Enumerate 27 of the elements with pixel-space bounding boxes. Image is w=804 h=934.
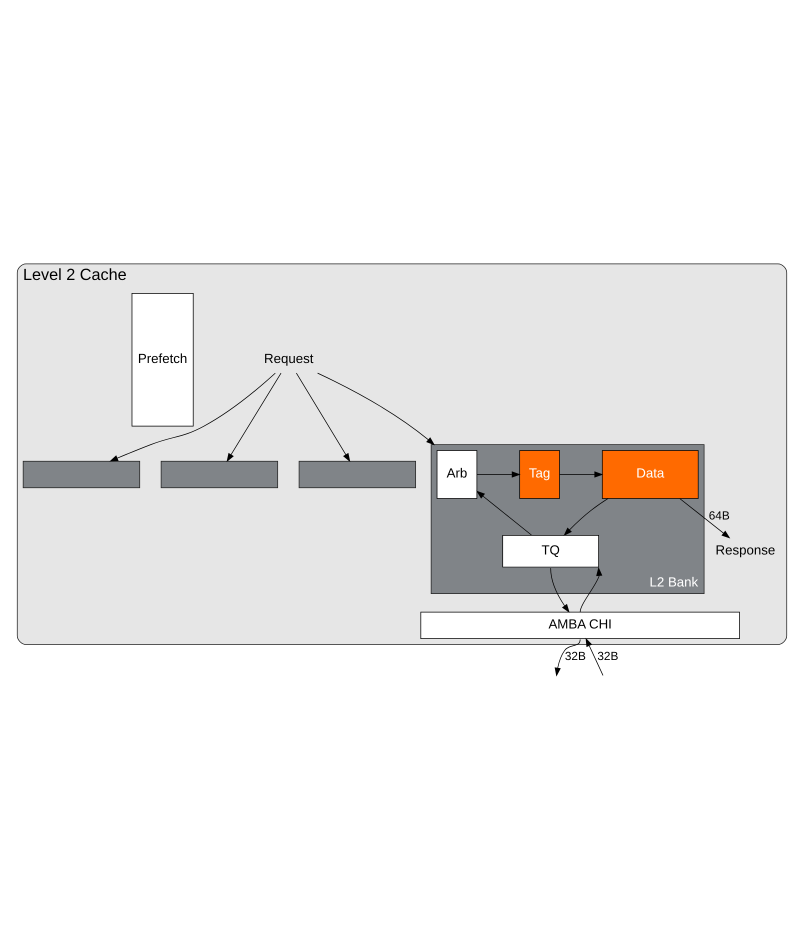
node-box: AMBA CHI <box>420 612 740 639</box>
node-box <box>298 460 416 488</box>
arrow <box>550 568 570 613</box>
edge-label: 64B <box>708 508 730 523</box>
arrow <box>554 639 581 677</box>
arrow <box>109 372 276 462</box>
arrow <box>476 490 532 536</box>
node-box: TQ <box>502 534 599 568</box>
arrow <box>296 372 350 462</box>
arrow <box>476 471 521 478</box>
node-text: Response <box>716 542 776 558</box>
node-box: Tag <box>519 450 560 499</box>
node-box: Prefetch <box>132 293 194 427</box>
arrow <box>679 498 730 538</box>
arrow <box>580 567 602 612</box>
edge-label: 32B <box>564 648 586 663</box>
node-box <box>22 460 140 488</box>
node-box: Arb <box>436 450 478 499</box>
node-box: Data <box>602 450 699 499</box>
arrow <box>564 498 608 536</box>
arrow <box>317 372 435 446</box>
node-box <box>160 460 278 488</box>
arrow <box>226 372 282 462</box>
edge-label: 32B <box>597 648 618 663</box>
arrow <box>586 638 604 676</box>
node-text: Request <box>264 351 314 366</box>
arrow <box>559 471 604 478</box>
